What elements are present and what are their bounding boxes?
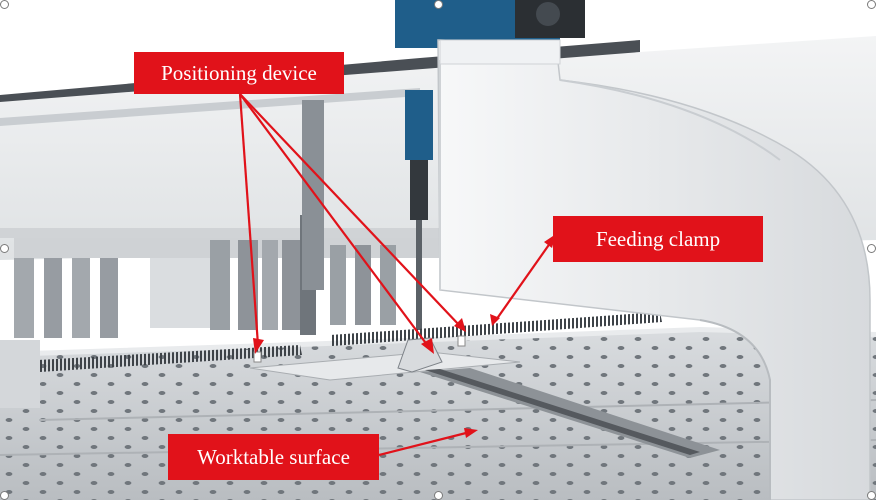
callout-label: Positioning device xyxy=(161,60,317,85)
sheet-part xyxy=(249,351,521,381)
resize-handle-bottom-right[interactable] xyxy=(867,491,876,500)
resize-handle-middle-left[interactable] xyxy=(0,244,9,253)
clamp-rod xyxy=(420,368,720,458)
callout-worktable-surface: Worktable surface xyxy=(168,434,379,480)
resize-handle-top-center[interactable] xyxy=(434,0,443,9)
resize-handle-top-right[interactable] xyxy=(867,0,876,9)
resize-handle-bottom-center[interactable] xyxy=(434,491,443,500)
callout-label: Worktable surface xyxy=(197,444,350,469)
resize-handle-top-left[interactable] xyxy=(0,0,9,9)
callout-positioning-device: Positioning device xyxy=(134,52,344,94)
resize-handle-bottom-left[interactable] xyxy=(0,491,9,500)
resize-handle-middle-right[interactable] xyxy=(867,244,876,253)
callout-label: Feeding clamp xyxy=(595,226,721,251)
callout-feeding-clamp: Feeding clamp xyxy=(553,216,763,262)
